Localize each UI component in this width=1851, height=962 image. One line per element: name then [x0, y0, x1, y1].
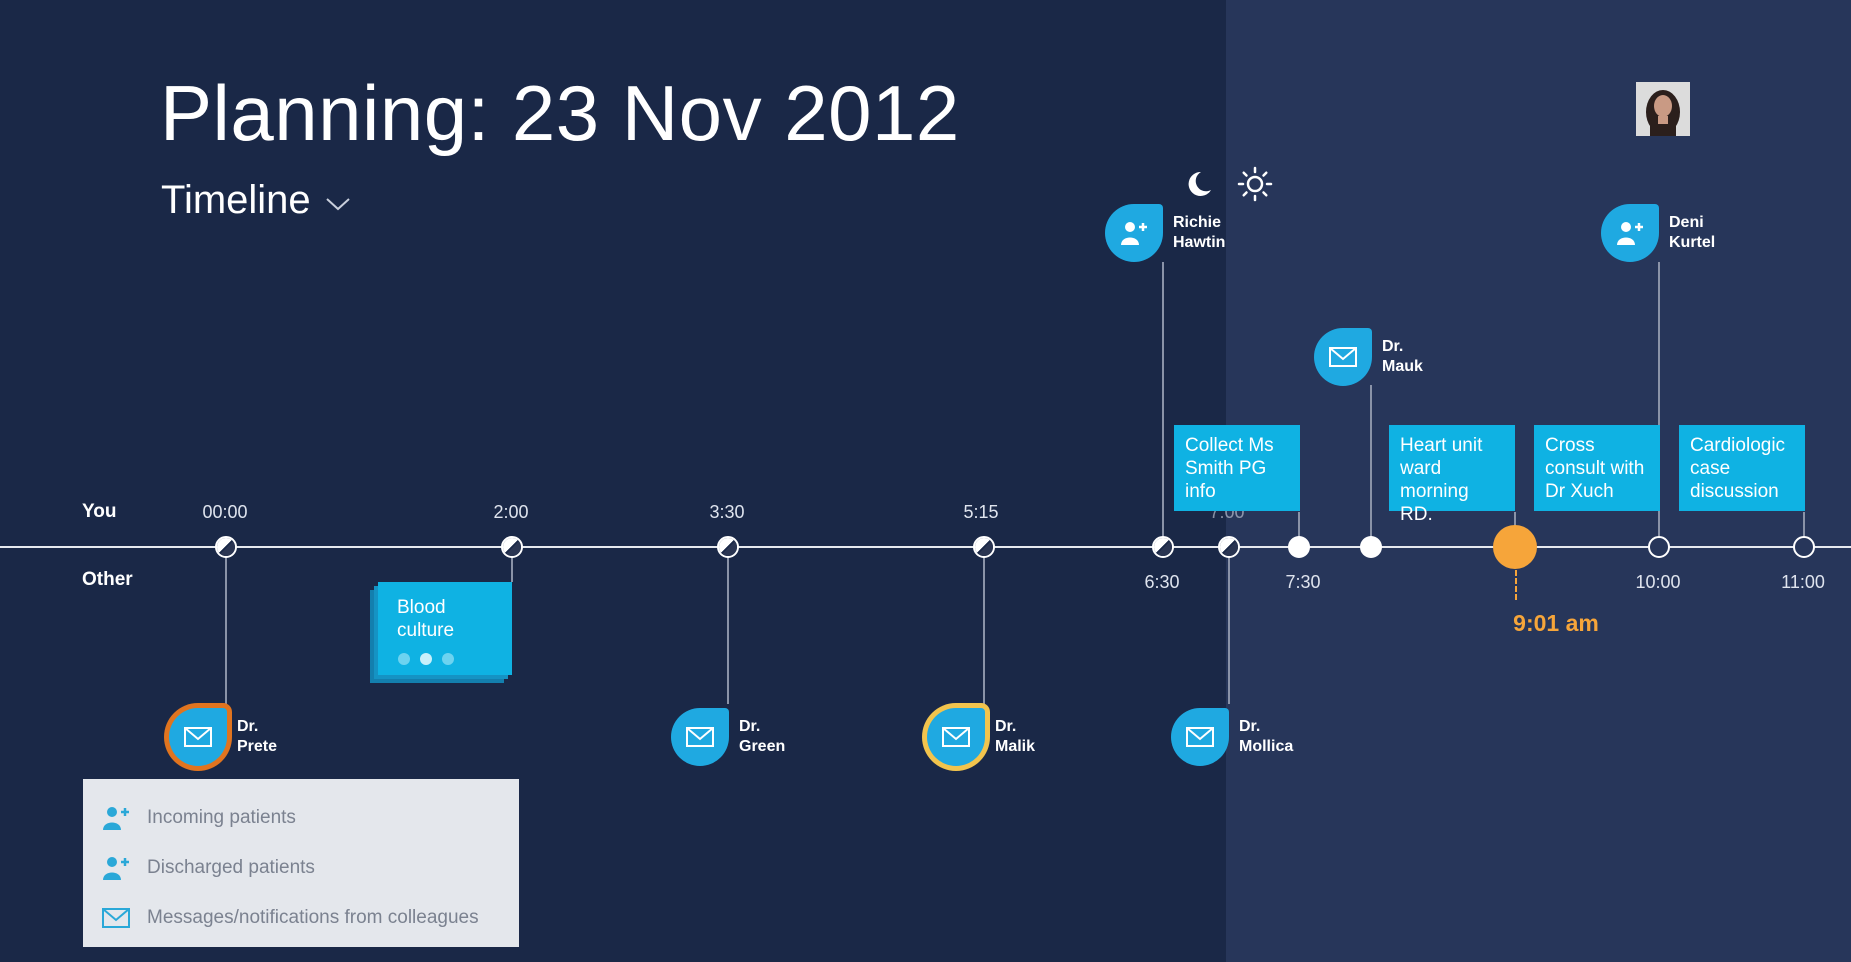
message-icon: [102, 908, 130, 928]
envelope-icon: [1186, 727, 1214, 747]
tick-label: 5:15: [963, 502, 999, 522]
day-night-toggle[interactable]: [1183, 166, 1273, 202]
timeline-node[interactable]: [717, 536, 739, 558]
task-text: Collect Ms Smith PG info: [1185, 435, 1274, 502]
current-time-marker[interactable]: [1493, 525, 1537, 569]
pager-dot[interactable]: [442, 653, 454, 665]
task-card[interactable]: Heart unit ward morning RD.: [1389, 425, 1515, 525]
legend-panel: Incoming patients Discharged patients Me…: [83, 779, 519, 947]
legend-item: Messages/notifications from colleagues: [101, 893, 501, 943]
chevron-down-icon: [325, 197, 350, 210]
row-label-you: You: [82, 501, 117, 522]
task-text: Heart unit ward morning RD.: [1400, 435, 1483, 525]
person-name: Dr. Prete: [237, 718, 278, 755]
legend-label: Discharged patients: [147, 857, 315, 878]
task-text: Cross consult with Dr Xuch: [1545, 435, 1645, 502]
blood-culture-text: Blood culture: [397, 597, 455, 641]
connector-line: [983, 547, 985, 704]
legend-label: Messages/notifications from colleagues: [147, 907, 479, 928]
user-avatar[interactable]: [1636, 82, 1690, 136]
timeline-node[interactable]: [501, 536, 523, 558]
tick-label: 10:00: [1635, 572, 1681, 592]
tick-label: 3:30: [709, 502, 745, 522]
timeline-axis: [0, 546, 1851, 548]
incoming-patient-bubble[interactable]: [1105, 204, 1163, 262]
view-selector-label: Timeline: [161, 178, 311, 222]
timeline-node[interactable]: [1360, 536, 1382, 558]
message-bubble[interactable]: [1171, 708, 1229, 766]
task-card[interactable]: Collect Ms Smith PG info: [1174, 425, 1300, 511]
tick-label: 2:00: [493, 502, 529, 522]
connector-line: [1162, 262, 1164, 547]
connector-line: [1803, 512, 1805, 547]
envelope-icon: [1329, 347, 1357, 367]
connector-line: [1658, 262, 1660, 547]
connector-line: [1298, 512, 1300, 547]
legend-item: Discharged patients: [101, 843, 501, 893]
connector-line: [1228, 547, 1230, 704]
tick-label: 7:30: [1285, 572, 1321, 592]
tick-label: 6:30: [1144, 572, 1180, 592]
task-card[interactable]: Cross consult with Dr Xuch: [1534, 425, 1660, 511]
legend-label: Incoming patients: [147, 807, 296, 828]
pager-dot[interactable]: [398, 653, 410, 665]
timeline-node[interactable]: [1152, 536, 1174, 558]
message-bubble[interactable]: [927, 708, 985, 766]
add-person-icon: [1121, 222, 1147, 245]
incoming-patient-icon: [103, 807, 129, 830]
timeline-node[interactable]: [1648, 536, 1670, 558]
current-time-dash: [1515, 570, 1517, 600]
view-selector[interactable]: Timeline: [161, 178, 351, 223]
pager-dot-active[interactable]: [420, 653, 432, 665]
timeline-node[interactable]: [1288, 536, 1310, 558]
timeline-node[interactable]: [973, 536, 995, 558]
envelope-icon: [942, 727, 970, 747]
message-bubble[interactable]: [671, 708, 729, 766]
person-name: Deni Kurtel: [1669, 214, 1716, 251]
message-bubble[interactable]: [1314, 328, 1372, 386]
timeline-node[interactable]: [1793, 536, 1815, 558]
person-name: Dr. Malik: [995, 718, 1036, 755]
person-name: Dr. Green: [739, 718, 786, 755]
person-name: Dr. Mauk: [1382, 338, 1423, 375]
legend-item: Incoming patients: [101, 793, 501, 843]
sun-icon[interactable]: [1237, 166, 1273, 202]
connector-line: [727, 547, 729, 704]
card-pager[interactable]: [398, 653, 454, 665]
connector-line: [225, 547, 227, 704]
timeline-node[interactable]: [215, 536, 237, 558]
task-text: Cardiologic case discussion: [1690, 435, 1786, 502]
person-name: Dr. Mollica: [1239, 718, 1294, 755]
connector-line: [1370, 385, 1372, 547]
current-time-label: 9:01 am: [1513, 610, 1599, 636]
row-label-other: Other: [82, 569, 133, 590]
timeline-node[interactable]: [1218, 536, 1240, 558]
moon-icon[interactable]: [1183, 168, 1215, 200]
tick-label: 11:00: [1781, 572, 1825, 592]
envelope-icon: [686, 727, 714, 747]
message-bubble[interactable]: [169, 708, 227, 766]
envelope-icon: [184, 727, 212, 747]
task-card[interactable]: Cardiologic case discussion: [1679, 425, 1805, 511]
page-title: Planning: 23 Nov 2012: [160, 69, 960, 157]
incoming-patient-bubble[interactable]: [1601, 204, 1659, 262]
tick-label: 00:00: [202, 502, 248, 522]
discharged-patient-icon: [103, 857, 129, 880]
connector-line: [511, 547, 513, 582]
blood-culture-card[interactable]: Blood culture: [378, 582, 512, 675]
add-person-icon: [1617, 222, 1643, 245]
person-name: Richie Hawtin: [1173, 214, 1226, 251]
